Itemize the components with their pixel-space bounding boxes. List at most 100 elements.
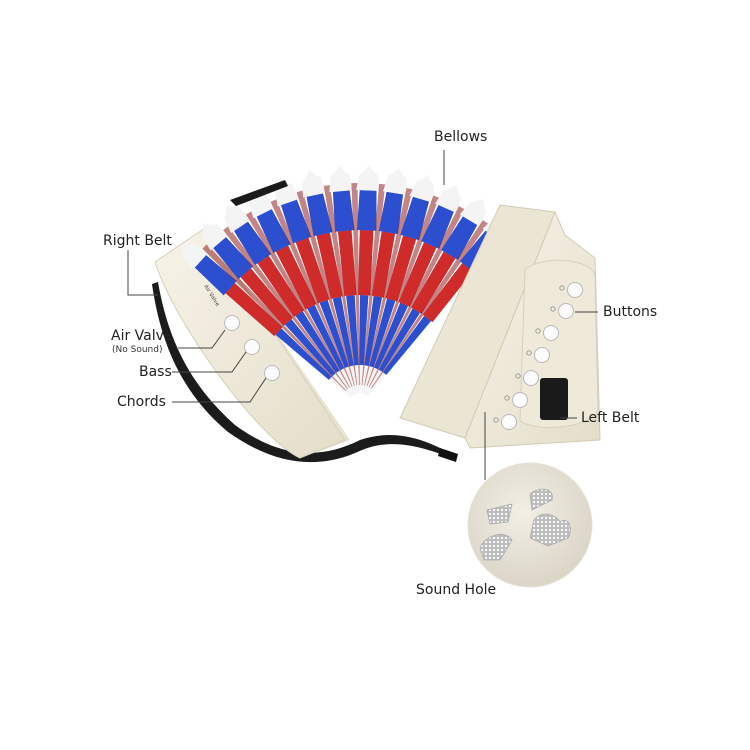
label-chords: Chords (117, 394, 166, 410)
bellows-fan (181, 165, 510, 398)
left-button-marker-7 (493, 417, 499, 423)
bellows-fold-4-seg-3 (275, 245, 317, 310)
bellows-fold-10-seg-4 (400, 196, 430, 241)
label-bellows: Bellows (434, 129, 488, 145)
bellows-fold-1-seg-2 (275, 328, 332, 380)
bellows-tip-2 (203, 223, 219, 240)
bellows-fold-13-seg-3 (422, 262, 474, 323)
left-button-5[interactable] (523, 370, 539, 386)
label-air-valve: Air Valve (111, 328, 173, 344)
bellows-crease-10 (366, 195, 440, 387)
bellows-tip-7 (329, 165, 351, 180)
bellows-fold-11-seg-1 (364, 367, 378, 395)
bellows-fold-3-seg-3 (257, 255, 305, 317)
label-buttons: Buttons (603, 304, 658, 320)
bellows-fold-10-seg-3 (385, 235, 417, 302)
callout-lines (127, 150, 598, 480)
bellows-fold-5-seg-2 (319, 299, 349, 369)
bellows-tip-1 (181, 244, 198, 261)
bellows-fold-7-seg-1 (354, 365, 360, 394)
top-strap (230, 180, 288, 206)
bellows-fold-10-seg-1 (362, 366, 373, 394)
bellows-crease-12 (370, 220, 489, 389)
bellows-fold-9-seg-4 (378, 191, 404, 235)
bellows-fold-11-seg-2 (373, 302, 409, 370)
left-button-4[interactable] (534, 347, 550, 363)
chords-leader (172, 377, 267, 403)
bellows-crease-7 (351, 183, 360, 386)
sound-hole-inset (467, 462, 593, 588)
bellows-crease-9 (364, 187, 413, 386)
right-belt-strap (152, 282, 452, 463)
bellows-fold-11-seg-3 (398, 242, 437, 307)
sound-hole-mesh-2 (529, 488, 553, 511)
left-button-7[interactable] (501, 414, 517, 430)
left-button-3[interactable] (543, 325, 559, 341)
bellows-crease-4 (270, 199, 353, 387)
sound-hole-mesh-1 (486, 503, 513, 525)
left-button-marker-3 (535, 328, 541, 334)
bellows-tip-11 (441, 185, 461, 201)
bellows-fold-6-seg-2 (332, 296, 354, 367)
left-button-2[interactable] (558, 303, 574, 319)
bass-button[interactable] (244, 339, 260, 355)
bellows-crease-8 (361, 183, 386, 386)
air-valve-button[interactable] (224, 315, 240, 331)
bellows-crease-6 (323, 185, 358, 386)
bellows-fold-2-seg-3 (240, 268, 293, 326)
chords-button[interactable] (264, 365, 280, 381)
left-button-board (519, 259, 599, 428)
bellows-fold-12-seg-1 (365, 369, 382, 396)
bellows-fold-1-seg-4 (194, 255, 237, 296)
left-button-1[interactable] (567, 282, 583, 298)
bellows-fold-13-seg-1 (366, 372, 386, 396)
left-buttons (493, 282, 583, 430)
bellows-crease-1 (202, 244, 347, 392)
bellows-fold-7-seg-3 (337, 230, 357, 297)
bellows-fold-6-seg-3 (316, 232, 343, 299)
label-left-belt: Left Belt (581, 410, 640, 426)
left-button-marker-6 (504, 395, 510, 401)
bellows-fold-12-seg-3 (411, 251, 456, 314)
bellows-crease-2 (223, 226, 349, 390)
bellows-fold-5-seg-1 (345, 366, 357, 394)
air-valve-leader (178, 329, 226, 349)
bellows-fold-4-seg-4 (256, 208, 291, 253)
bellows-crease-5 (296, 190, 355, 386)
bellows-fold-3-seg-2 (295, 311, 340, 373)
bellows-fold-7-seg-4 (332, 190, 355, 232)
bellows-fold-9-seg-3 (371, 231, 396, 298)
bass-leader (172, 351, 247, 373)
bellows-fold-5-seg-4 (280, 199, 312, 244)
bellows-fold-11-seg-4 (421, 204, 454, 249)
bellows-fold-8-seg-2 (359, 295, 369, 366)
right-belt-leader (127, 250, 158, 296)
bellows-fold-4-seg-2 (307, 304, 345, 371)
left-button-marker-4 (526, 350, 532, 356)
bellows-tip-8 (358, 165, 379, 178)
bellows-fold-13-seg-2 (382, 315, 432, 375)
left-button-marker-2 (550, 306, 556, 312)
bellows-crease-3 (246, 211, 351, 388)
label-air-valve-note: (No Sound) (112, 345, 163, 355)
bellows-fold-3-seg-4 (233, 221, 272, 265)
bellows-fold-1-seg-1 (329, 377, 352, 398)
left-button-6[interactable] (512, 392, 528, 408)
bellows-fold-12-seg-2 (378, 308, 421, 372)
label-sound-hole: Sound Hole (416, 582, 497, 598)
left-button-marker-1 (559, 285, 565, 291)
bellows-tip-12 (467, 198, 486, 215)
bellows-fold-9-seg-2 (364, 295, 383, 366)
bellows-fold-10-seg-2 (369, 298, 396, 368)
label-right-belt: Right Belt (103, 233, 172, 249)
bellows-tip-6 (301, 170, 323, 185)
bellows-crease-11 (368, 206, 465, 388)
bellows-tip-9 (386, 168, 408, 182)
left-belt-strap (540, 378, 568, 420)
bellows-fold-8-seg-1 (359, 365, 364, 394)
sound-hole-mesh-4 (529, 513, 571, 547)
bellows-fold-9-seg-1 (361, 365, 369, 394)
bellows-fold-2-seg-2 (284, 319, 336, 377)
